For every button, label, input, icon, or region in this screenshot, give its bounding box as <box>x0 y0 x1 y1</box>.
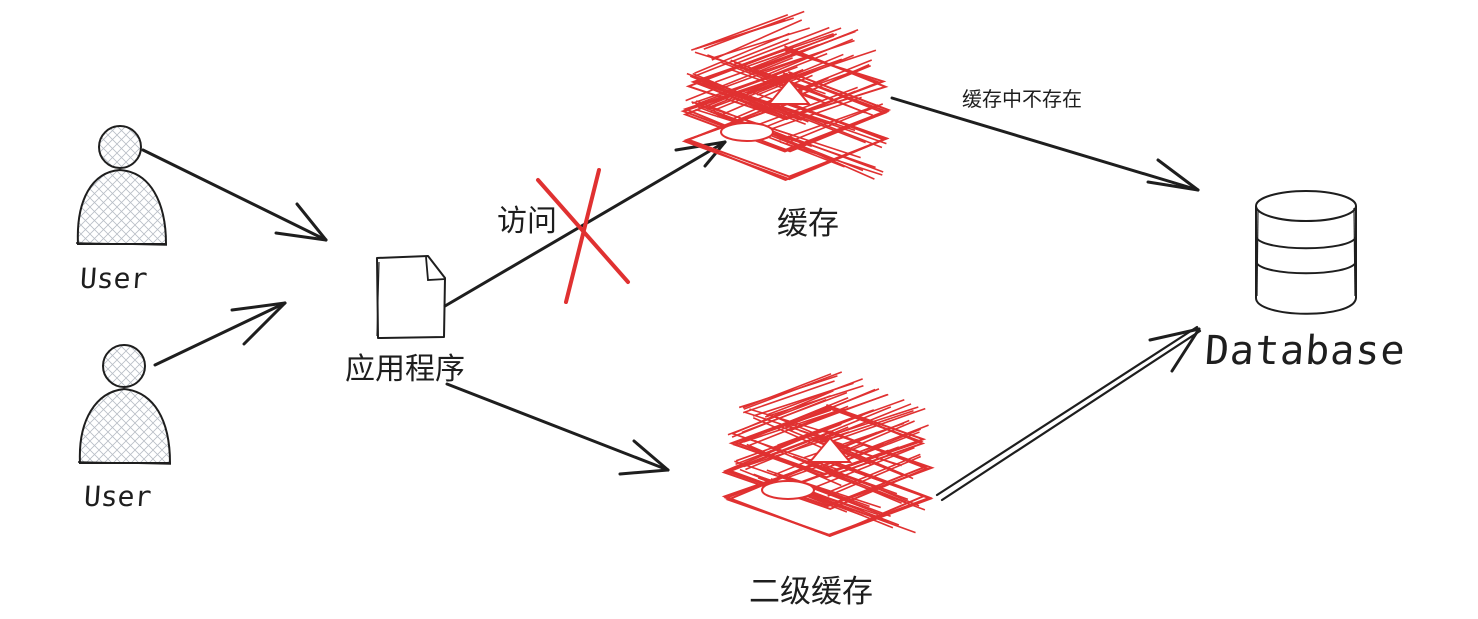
arrow-user-bottom-to-app <box>153 301 287 367</box>
blocked-x-icon <box>536 168 630 304</box>
user-icon-bottom <box>77 344 172 465</box>
user-bottom-label: User <box>82 480 153 513</box>
database-icon <box>1255 190 1357 315</box>
database-label: Database <box>1203 328 1408 374</box>
cache-label: 缓存 <box>777 206 839 242</box>
second-cache-label: 二级缓存 <box>749 574 873 610</box>
user-top-label: User <box>78 262 149 295</box>
cache-icon <box>680 10 892 181</box>
arrow-cache-to-database <box>890 96 1200 192</box>
cache-miss-label: 缓存中不存在 <box>962 87 1082 111</box>
document-icon <box>376 255 447 339</box>
arrow-app-to-second-cache <box>445 382 670 476</box>
arrow-second-cache-to-database <box>935 325 1202 502</box>
user-icon-top <box>75 125 168 246</box>
application-label: 应用程序 <box>345 352 465 387</box>
second-cache-icon <box>721 371 935 538</box>
access-label: 访问 <box>497 204 557 239</box>
arrow-user-top-to-app <box>141 148 328 242</box>
